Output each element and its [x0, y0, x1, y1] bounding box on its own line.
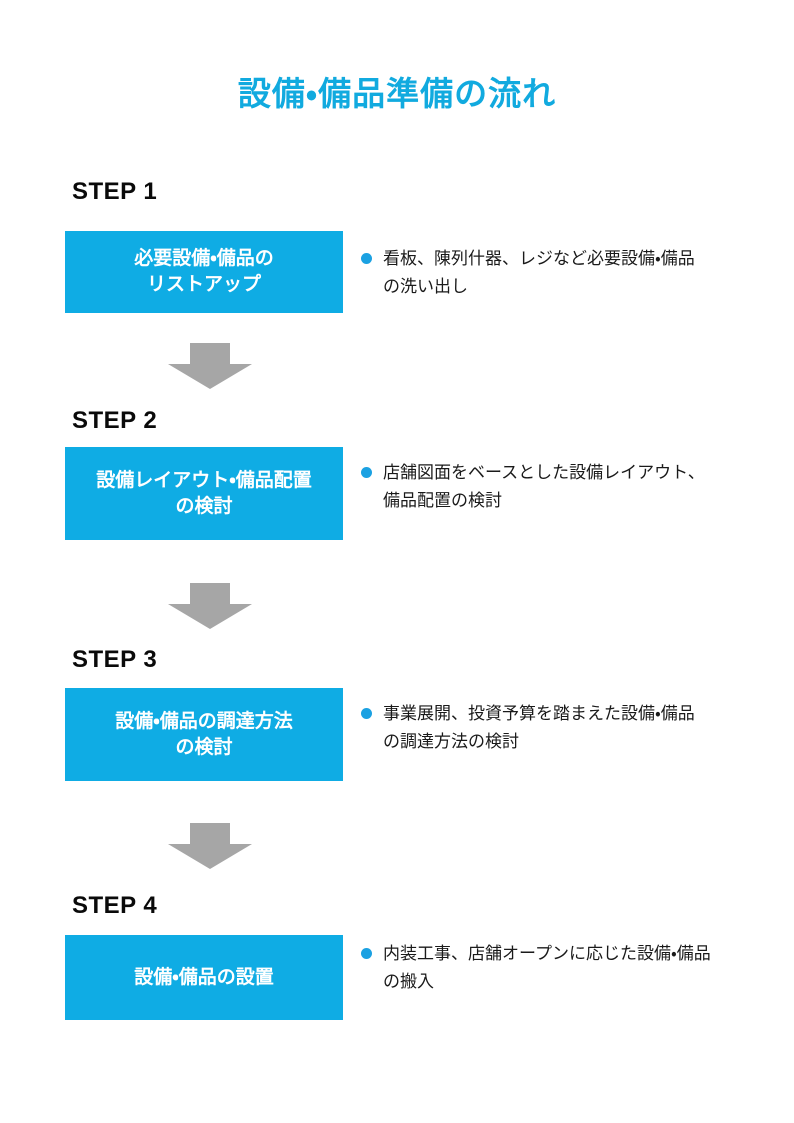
step-label-2: STEP 2	[72, 407, 158, 434]
step-box-1-text: 必要設備・備品の リストアップ	[73, 246, 335, 297]
step-box-2-line1: 設備レイアウト・備品配置	[96, 469, 312, 491]
step-description-2-text: 店舗図面をベースとした設備レイアウト、 備品配置の検討	[383, 463, 705, 510]
step-description-1-text: 看板、陳列什器、レジなど必要設備・備品 の洗い出し	[383, 249, 695, 296]
step-box-1-line2: リストアップ	[146, 274, 261, 295]
step-box-3[interactable]: 設備・備品の調達方法 の検討	[65, 688, 343, 781]
step-box-2-line2: の検討	[175, 495, 233, 517]
bullet-icon	[361, 948, 372, 959]
step-box-1[interactable]: 必要設備・備品の リストアップ	[65, 231, 343, 313]
step-label-4: STEP 4	[72, 892, 158, 919]
arrow-step1-to-step2	[168, 343, 252, 389]
arrow-step2-to-step3	[168, 583, 252, 629]
step-box-1-line1: 必要設備・備品の	[134, 248, 274, 270]
step-box-3-line2: の検討	[175, 736, 233, 758]
bullet-icon	[361, 467, 372, 478]
arrow-step3-to-step4	[168, 823, 252, 869]
step-box-4-text: 設備・備品の設置	[73, 965, 335, 991]
step-box-2[interactable]: 設備レイアウト・備品配置 の検討	[65, 447, 343, 540]
bullet-icon	[361, 253, 372, 264]
step-box-3-line1: 設備・備品の調達方法	[115, 710, 293, 732]
step-description-3-text: 事業展開、投資予算を踏まえた設備・備品 の調達方法の検討	[383, 704, 695, 751]
step-label-3: STEP 3	[72, 646, 158, 673]
step-box-2-text: 設備レイアウト・備品配置 の検討	[73, 468, 335, 519]
step-label-1: STEP 1	[72, 178, 158, 205]
bullet-icon	[361, 708, 372, 719]
page-title: 設備・備品準備の流れ	[237, 75, 557, 112]
step-box-4-line1: 設備・備品の設置	[134, 966, 274, 988]
step-description-4: 内装工事、店舗オープンに応じた設備・備品 の搬入	[361, 940, 761, 995]
step-description-3: 事業展開、投資予算を踏まえた設備・備品 の調達方法の検討	[361, 700, 761, 755]
step-box-4[interactable]: 設備・備品の設置	[65, 935, 343, 1020]
step-description-2: 店舗図面をベースとした設備レイアウト、 備品配置の検討	[361, 459, 761, 514]
step-description-4-text: 内装工事、店舗オープンに応じた設備・備品 の搬入	[383, 944, 711, 991]
step-box-3-text: 設備・備品の調達方法 の検討	[73, 709, 335, 760]
step-description-1: 看板、陳列什器、レジなど必要設備・備品 の洗い出し	[361, 245, 761, 300]
